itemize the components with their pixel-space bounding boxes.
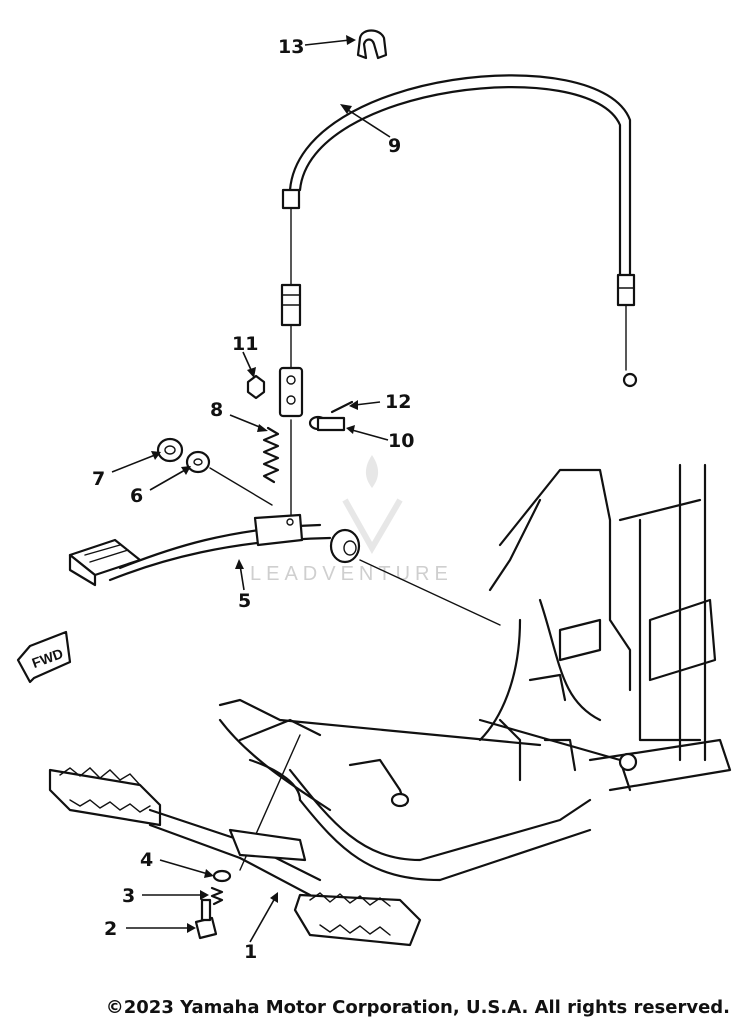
- return-spring: [262, 426, 280, 484]
- callout-9: 9: [388, 135, 401, 157]
- spring-3: [210, 886, 224, 906]
- washer-6: [185, 450, 211, 474]
- callout-4: 4: [140, 849, 153, 871]
- frame: [218, 463, 732, 882]
- bolt-2: [194, 898, 218, 940]
- callout-2: 2: [104, 918, 117, 940]
- callout-10: 10: [388, 430, 414, 452]
- brake-pedal: [68, 513, 361, 587]
- fwd-arrow-icon: [16, 630, 72, 684]
- callout-5: 5: [238, 590, 251, 612]
- nut-7: [156, 437, 184, 463]
- callout-13: 13: [278, 36, 304, 58]
- cable-clamp: [356, 29, 388, 60]
- brake-cable: [280, 74, 638, 388]
- watermark-text: LEADVENTURE: [250, 563, 453, 585]
- copyright-notice: ©2023 Yamaha Motor Corporation, U.S.A. A…: [105, 997, 730, 1018]
- leader-lines: [111, 35, 391, 943]
- callout-1: 1: [244, 941, 257, 963]
- nut-11: [246, 374, 266, 400]
- callout-11: 11: [232, 333, 258, 355]
- watermark-logo: [342, 455, 403, 555]
- cotter-pin: [330, 400, 354, 414]
- callout-8: 8: [210, 399, 223, 421]
- callout-labels: 13 9 11 8 12 10 7 6 5 4 3 2 1: [92, 36, 414, 963]
- callout-7: 7: [92, 468, 105, 490]
- cable-clevis: [278, 366, 304, 418]
- clevis-pin: [308, 415, 346, 432]
- footrest-assembly: [48, 767, 422, 947]
- callout-12: 12: [385, 391, 411, 413]
- washer-4: [212, 869, 232, 883]
- callout-6: 6: [130, 485, 143, 507]
- callout-3: 3: [122, 885, 135, 907]
